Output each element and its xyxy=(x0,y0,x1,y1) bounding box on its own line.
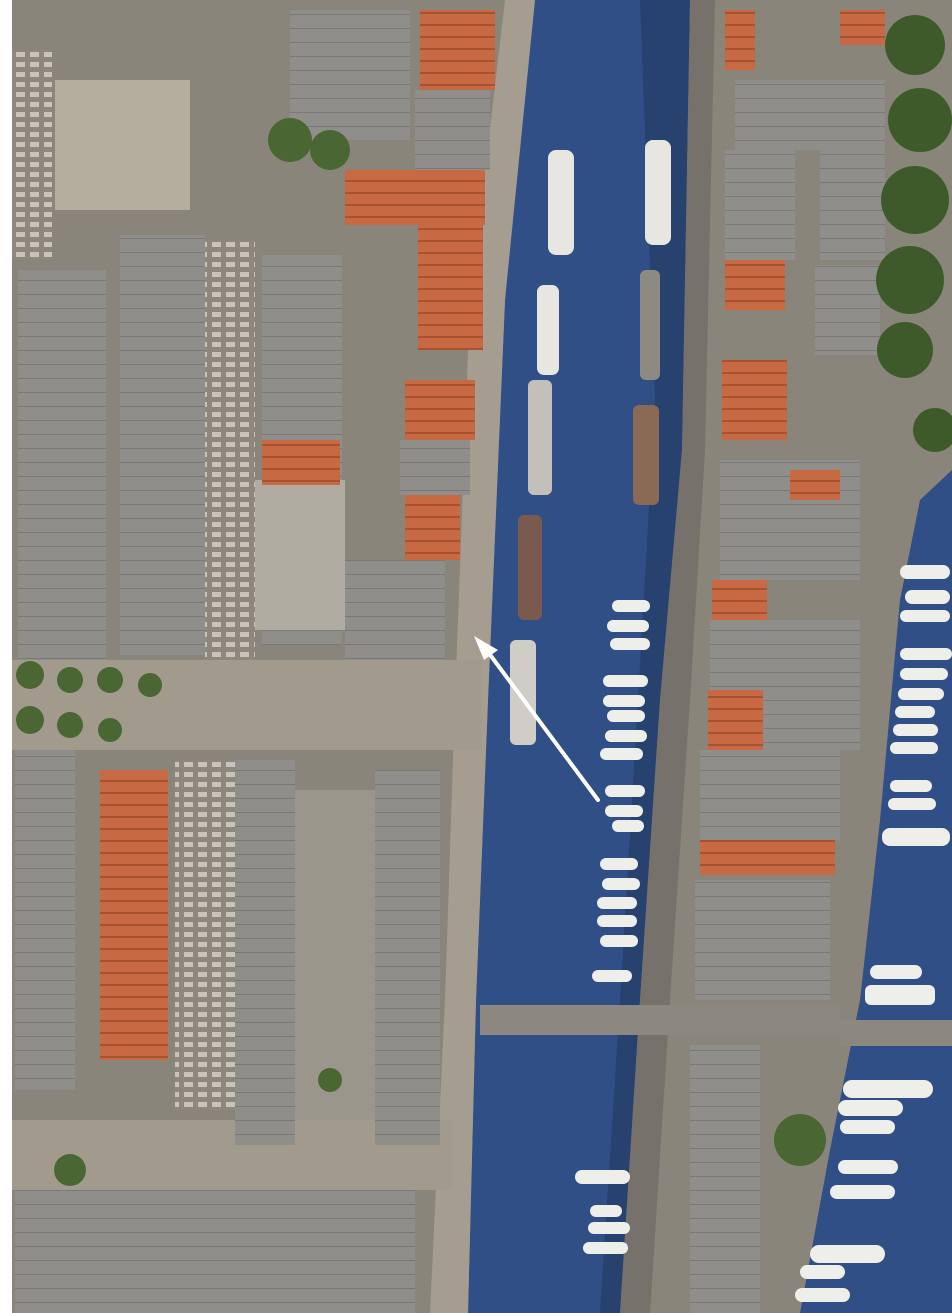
bridge-east xyxy=(840,1020,952,1046)
orange-roof-row xyxy=(405,495,460,560)
parking-strip xyxy=(205,240,255,660)
orange-roof-row xyxy=(712,580,767,620)
grey-roof-row xyxy=(415,90,490,170)
orange-roof-row xyxy=(840,10,885,45)
bridge xyxy=(480,1005,840,1035)
orange-roof-row xyxy=(420,10,495,90)
parking-strip xyxy=(175,760,235,1110)
orange-roof-row xyxy=(722,360,787,440)
building-block xyxy=(15,1190,415,1313)
boats-canal xyxy=(510,140,671,745)
orange-roof-row xyxy=(725,10,755,70)
parking-lot-north xyxy=(12,50,52,260)
building-block xyxy=(15,750,75,1090)
building-block xyxy=(695,880,830,1000)
building-block xyxy=(255,480,345,630)
building-block xyxy=(290,10,410,140)
building-block xyxy=(18,270,106,660)
building-block xyxy=(120,235,205,655)
grey-roof-row xyxy=(400,440,470,495)
building-block xyxy=(375,770,440,1145)
east-quay xyxy=(620,0,715,1313)
orange-roof-row xyxy=(725,260,785,310)
orange-roof-row xyxy=(708,690,763,750)
west-quay xyxy=(430,0,535,1313)
building-block xyxy=(725,150,795,260)
building-block xyxy=(690,1045,760,1313)
orange-roof-row xyxy=(700,840,835,875)
orange-roof-row xyxy=(262,440,340,485)
tree-canopy-east xyxy=(876,15,952,452)
orange-roof-row xyxy=(405,380,475,440)
building-block xyxy=(345,560,445,660)
marina-boats xyxy=(795,565,952,1302)
orange-roof-row xyxy=(100,770,168,1060)
orange-roof-row xyxy=(345,170,485,225)
moored-boats xyxy=(575,600,650,1254)
plaza xyxy=(55,80,190,210)
building-block xyxy=(235,760,295,1145)
cross-street-north xyxy=(12,660,482,750)
harbor-water xyxy=(800,470,952,1313)
photo-border-left xyxy=(0,0,12,1313)
tree-row-street xyxy=(16,118,826,1186)
arrow-icon xyxy=(474,636,600,802)
building-block xyxy=(700,750,840,840)
building-block xyxy=(820,150,885,260)
orange-roof-row xyxy=(418,225,483,350)
courtyard-houses xyxy=(295,790,375,1120)
canal-shadow xyxy=(600,0,690,1313)
building-block xyxy=(815,265,880,355)
orange-roof-row xyxy=(790,470,840,500)
building-block xyxy=(735,80,885,150)
